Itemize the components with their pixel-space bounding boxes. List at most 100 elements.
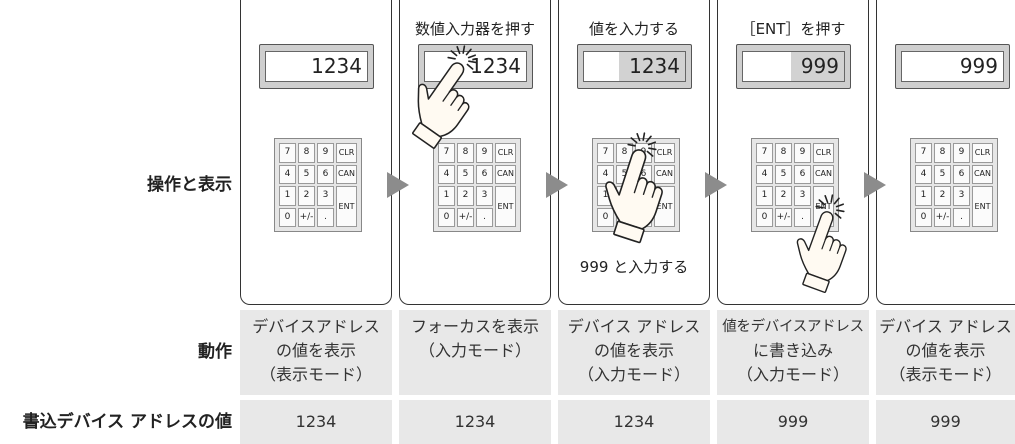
key-cancel[interactable]: CAN [972,164,993,184]
key-digit-6[interactable]: 6 [635,164,652,184]
key-digit-2[interactable]: 2 [934,186,951,206]
key-digit-6[interactable]: 6 [794,164,811,184]
numeric-input-display[interactable]: 999 [736,44,851,89]
key-digit-6[interactable]: 6 [476,164,493,184]
action-line: （入力モード） [577,365,690,384]
key-digit-8[interactable]: 8 [775,143,792,163]
action-line: デバイス アドレス [567,317,701,336]
key-digit-2[interactable]: 2 [775,186,792,206]
key-digit-4[interactable]: 4 [438,164,455,184]
key-enter[interactable]: ENT [972,186,993,227]
key-digit-9[interactable]: 9 [476,143,493,163]
key-digit-2[interactable]: 2 [457,186,474,206]
key-cancel[interactable]: CAN [813,164,834,184]
key-digit-1[interactable]: 1 [597,186,614,206]
key-digit-7[interactable]: 7 [597,143,614,163]
key-digit-3[interactable]: 3 [476,186,493,206]
action-cell: フォーカスを表示 （入力モード） [399,310,551,395]
numeric-input-display[interactable]: 999 [895,44,1010,89]
key-enter[interactable]: ENT [813,186,834,227]
key-plus-minus[interactable]: +/- [457,207,474,227]
key-digit-4[interactable]: 4 [279,164,296,184]
key-decimal-point[interactable]: . [794,207,811,227]
action-line: （表示モード） [259,365,372,384]
display-value: 1234 [619,52,685,81]
written-value-cell: 1234 [240,400,392,444]
key-digit-8[interactable]: 8 [457,143,474,163]
key-digit-1[interactable]: 1 [915,186,932,206]
key-digit-3[interactable]: 3 [794,186,811,206]
display-field: 1234 [265,51,368,82]
key-digit-7[interactable]: 7 [279,143,296,163]
key-digit-0[interactable]: 0 [438,207,455,227]
key-digit-9[interactable]: 9 [794,143,811,163]
key-decimal-point[interactable]: . [317,207,334,227]
key-digit-8[interactable]: 8 [298,143,315,163]
key-plus-minus[interactable]: +/- [934,207,951,227]
key-clear[interactable]: CLR [495,143,516,163]
key-digit-5[interactable]: 5 [934,164,951,184]
key-digit-9[interactable]: 9 [317,143,334,163]
key-clear[interactable]: CLR [654,143,675,163]
key-digit-6[interactable]: 6 [953,164,970,184]
numeric-input-display[interactable]: 1234 [418,44,533,89]
key-digit-3[interactable]: 3 [317,186,334,206]
key-digit-9[interactable]: 9 [635,143,652,163]
key-digit-5[interactable]: 5 [298,164,315,184]
key-digit-2[interactable]: 2 [616,186,633,206]
key-digit-3[interactable]: 3 [635,186,652,206]
key-digit-4[interactable]: 4 [597,164,614,184]
key-digit-8[interactable]: 8 [616,143,633,163]
key-digit-0[interactable]: 0 [915,207,932,227]
key-digit-5[interactable]: 5 [457,164,474,184]
key-plus-minus[interactable]: +/- [298,207,315,227]
display-value: 1234 [311,54,362,78]
key-decimal-point[interactable]: . [476,207,493,227]
key-digit-6[interactable]: 6 [317,164,334,184]
key-digit-0[interactable]: 0 [279,207,296,227]
key-digit-2[interactable]: 2 [298,186,315,206]
numeric-input-display[interactable]: 1234 [577,44,692,89]
key-plus-minus[interactable]: +/- [616,207,633,227]
key-enter[interactable]: ENT [495,186,516,227]
action-cell: デバイスアドレス の値を表示 （表示モード） [240,310,392,395]
key-digit-3[interactable]: 3 [953,186,970,206]
key-cancel[interactable]: CAN [495,164,516,184]
triangle-right-arrow-icon [864,172,886,198]
key-digit-5[interactable]: 5 [616,164,633,184]
key-cancel[interactable]: CAN [336,164,357,184]
triangle-right-arrow-icon [387,172,409,198]
key-enter[interactable]: ENT [654,186,675,227]
key-digit-7[interactable]: 7 [756,143,773,163]
key-digit-4[interactable]: 4 [915,164,932,184]
step-note: 999 と入力する [579,258,689,276]
key-digit-5[interactable]: 5 [775,164,792,184]
key-digit-0[interactable]: 0 [597,207,614,227]
key-digit-7[interactable]: 7 [438,143,455,163]
key-digit-7[interactable]: 7 [915,143,932,163]
triangle-right-arrow-icon [546,172,568,198]
key-decimal-point[interactable]: . [953,207,970,227]
key-decimal-point[interactable]: . [635,207,652,227]
key-digit-1[interactable]: 1 [438,186,455,206]
key-digit-4[interactable]: 4 [756,164,773,184]
key-digit-0[interactable]: 0 [756,207,773,227]
row-label-written-value: 書込デバイス アドレスの値 [22,412,232,432]
action-cell: 値をデバイスアドレス に書き込み （入力モード） [717,310,869,395]
key-digit-1[interactable]: 1 [756,186,773,206]
step-header: ［ENT］を押す [740,20,846,38]
key-plus-minus[interactable]: +/- [775,207,792,227]
key-clear[interactable]: CLR [336,143,357,163]
numeric-input-display[interactable]: 1234 [259,44,374,89]
key-clear[interactable]: CLR [972,143,993,163]
key-digit-1[interactable]: 1 [279,186,296,206]
action-line: デバイスアドレス [252,317,380,336]
key-enter[interactable]: ENT [336,186,357,227]
key-digit-9[interactable]: 9 [953,143,970,163]
key-digit-8[interactable]: 8 [934,143,951,163]
key-cancel[interactable]: CAN [654,164,675,184]
key-clear[interactable]: CLR [813,143,834,163]
